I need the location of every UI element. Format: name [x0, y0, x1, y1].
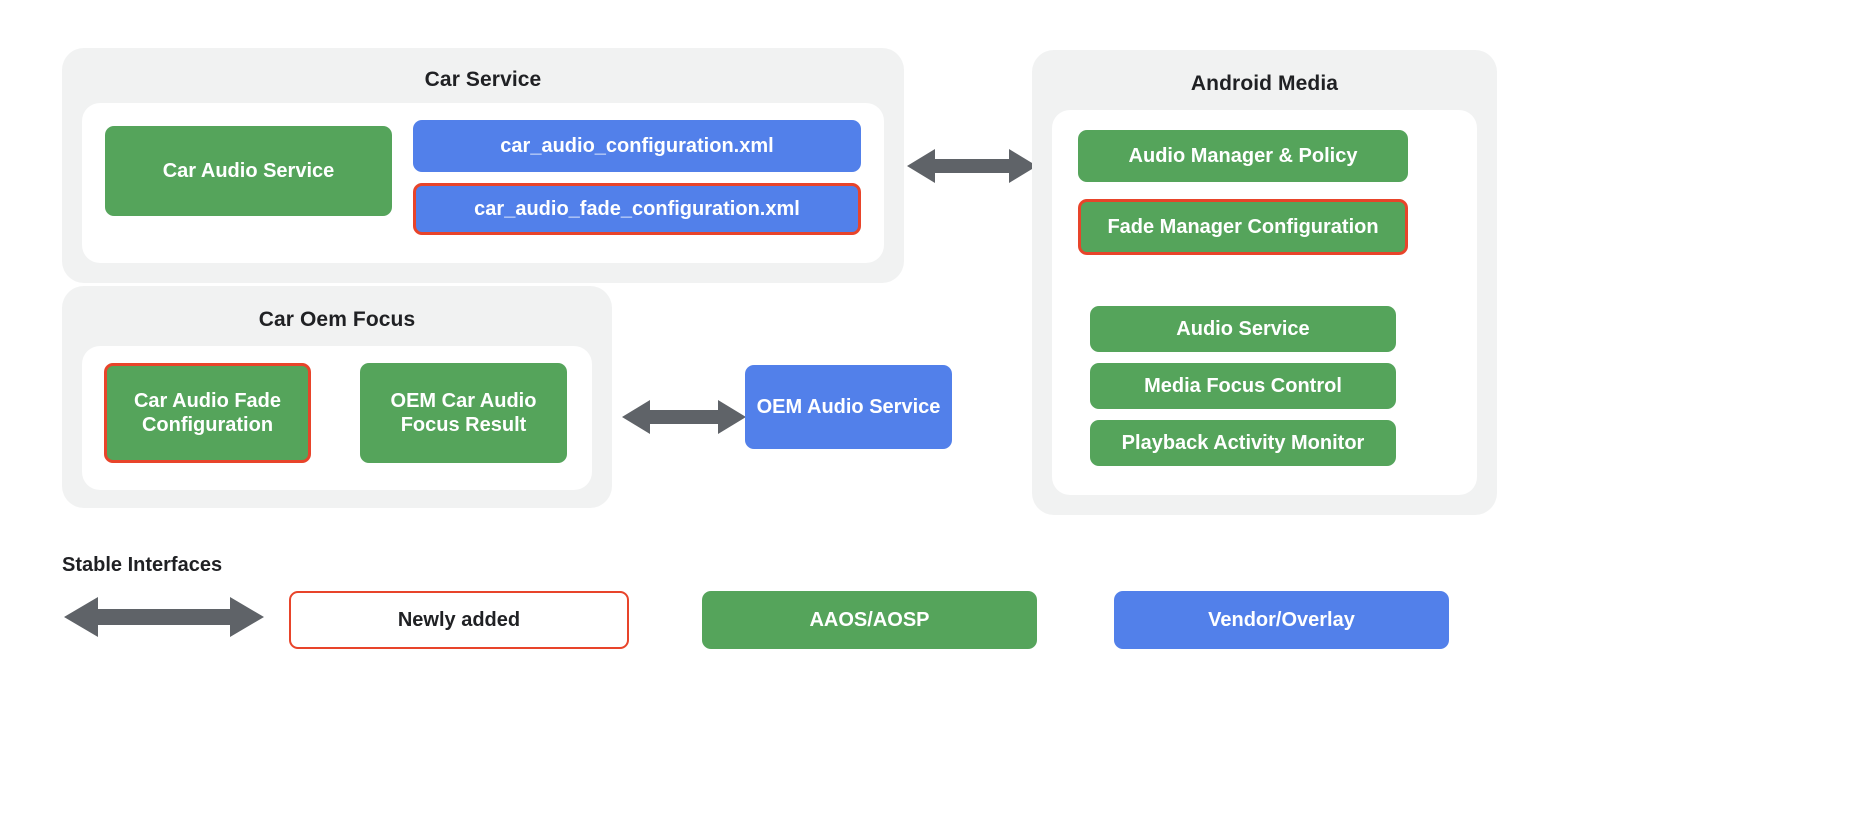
group-car-oem-focus: Car Oem Focus Car Audio Fade Configurati…	[62, 286, 612, 508]
legend-chip-vendor-overlay[interactable]: Vendor/Overlay	[1114, 591, 1449, 649]
legend-arrow-stable-interfaces	[64, 595, 264, 639]
node-car-audio-service[interactable]: Car Audio Service	[105, 126, 392, 216]
node-oem-car-audio-focus-result[interactable]: OEM Car Audio Focus Result	[360, 363, 567, 463]
node-car-audio-configuration-xml[interactable]: car_audio_configuration.xml	[413, 120, 861, 172]
node-audio-service[interactable]: Audio Service	[1090, 306, 1396, 352]
node-playback-activity-monitor[interactable]: Playback Activity Monitor	[1090, 420, 1396, 466]
group-android-media-title: Android Media	[1190, 72, 1339, 95]
node-media-focus-control[interactable]: Media Focus Control	[1090, 363, 1396, 409]
node-car-audio-fade-configuration-xml[interactable]: car_audio_fade_configuration.xml	[413, 183, 861, 235]
legend-chip-aaos-aosp[interactable]: AAOS/AOSP	[702, 591, 1037, 649]
legend-chip-newly-added[interactable]: Newly added	[289, 591, 629, 649]
group-android-media-card: Audio Manager & Policy Fade Manager Conf…	[1052, 110, 1477, 495]
group-car-oem-focus-card: Car Audio Fade Configuration OEM Car Aud…	[82, 346, 592, 490]
arrow-car-service-to-android-media	[907, 145, 1037, 187]
node-car-audio-fade-configuration[interactable]: Car Audio Fade Configuration	[104, 363, 311, 463]
group-car-oem-focus-title: Car Oem Focus	[258, 308, 416, 331]
group-car-service-title: Car Service	[424, 68, 542, 91]
group-android-media: Android Media Audio Manager & Policy Fad…	[1032, 50, 1497, 515]
arrow-car-oem-focus-to-oem-audio-service	[622, 396, 746, 438]
node-oem-audio-service[interactable]: OEM Audio Service	[745, 365, 952, 449]
group-car-service-card: Car Audio Service car_audio_configuratio…	[82, 103, 884, 263]
diagram-frame: Car Service Car Audio Service car_audio_…	[14, 8, 1852, 812]
legend-stable-interfaces-label: Stable Interfaces	[62, 554, 223, 576]
node-audio-manager-and-policy[interactable]: Audio Manager & Policy	[1078, 130, 1408, 182]
group-car-service: Car Service Car Audio Service car_audio_…	[62, 48, 904, 283]
node-fade-manager-configuration[interactable]: Fade Manager Configuration	[1078, 199, 1408, 255]
